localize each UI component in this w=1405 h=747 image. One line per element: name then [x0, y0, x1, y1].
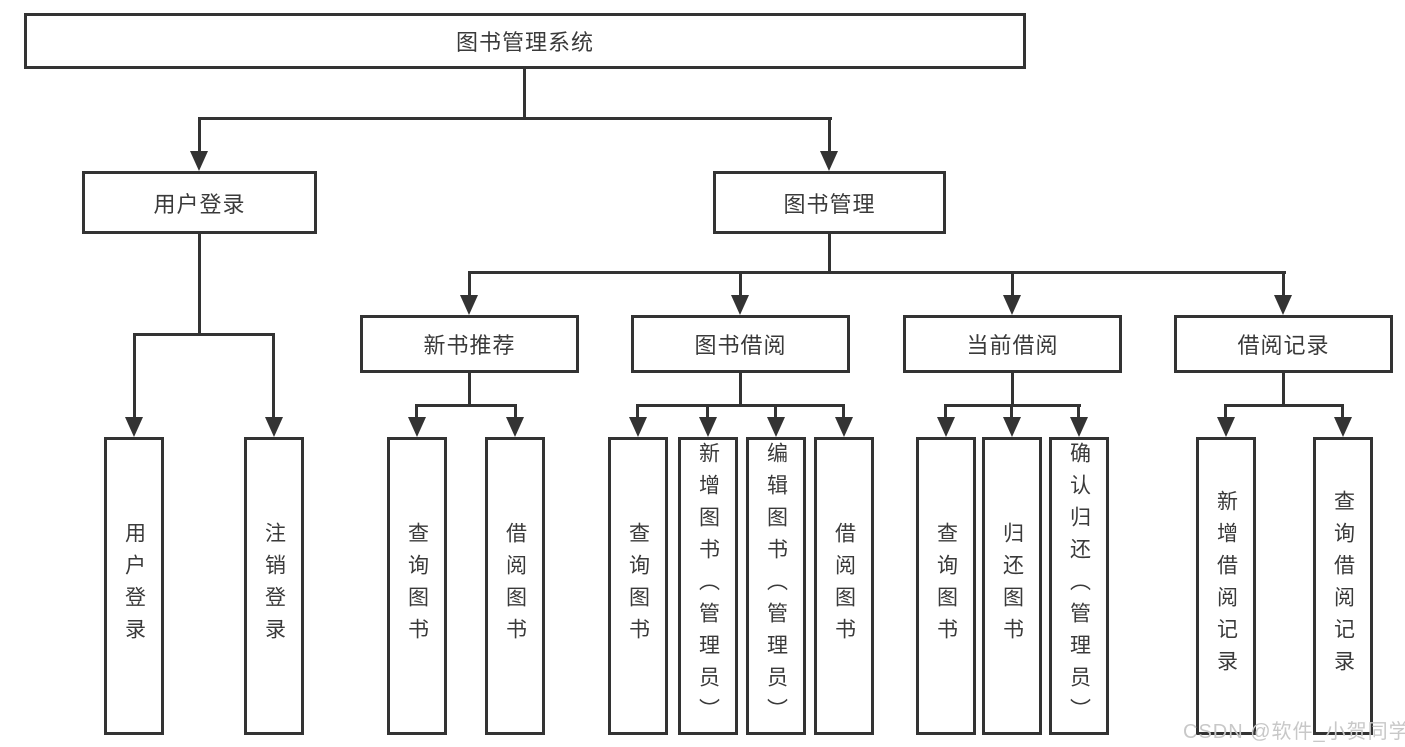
arrow-down-icon	[506, 417, 524, 437]
node-borrow-records: 借阅记录	[1174, 315, 1393, 373]
leaf-label: 查询图书	[626, 522, 650, 650]
leaf-query-borrow-record: 查询借阅记录	[1313, 437, 1373, 735]
arrow-down-icon	[265, 417, 283, 437]
node-current-borrow: 当前借阅	[903, 315, 1122, 373]
connector-line	[1011, 370, 1014, 407]
leaf-query-books-current: 查询图书	[916, 437, 976, 735]
connector-line	[739, 271, 742, 299]
connector-line	[1077, 404, 1080, 419]
connector-line	[636, 404, 845, 407]
connector-line	[944, 404, 947, 419]
leaf-user-login: 用户登录	[104, 437, 164, 735]
arrow-down-icon	[1070, 417, 1088, 437]
connector-line	[133, 333, 275, 336]
leaf-borrow-books-recommend: 借阅图书	[485, 437, 545, 735]
arrow-down-icon	[125, 417, 143, 437]
connector-line	[1341, 404, 1344, 419]
node-new-book-recommend: 新书推荐	[360, 315, 579, 373]
arrow-down-icon	[1274, 295, 1292, 315]
arrow-down-icon	[1003, 295, 1021, 315]
arrow-down-icon	[835, 417, 853, 437]
connector-line	[1224, 404, 1344, 407]
arrow-down-icon	[1334, 417, 1352, 437]
leaf-query-books-recommend: 查询图书	[387, 437, 447, 735]
connector-line	[468, 271, 471, 299]
arrow-down-icon	[767, 417, 785, 437]
connector-line	[272, 333, 275, 419]
connector-line	[523, 68, 526, 120]
arrow-down-icon	[1003, 417, 1021, 437]
connector-line	[1011, 271, 1014, 299]
arrow-down-icon	[1217, 417, 1235, 437]
connector-line	[706, 404, 709, 419]
arrow-down-icon	[460, 295, 478, 315]
arrow-down-icon	[937, 417, 955, 437]
leaf-add-borrow-record: 新增借阅记录	[1196, 437, 1256, 735]
arrow-down-icon	[731, 295, 749, 315]
connector-line	[739, 370, 742, 407]
leaf-logout: 注销登录	[244, 437, 304, 735]
leaf-label: 编辑图书（管理员）	[764, 442, 788, 730]
leaf-borrow-books: 借阅图书	[814, 437, 874, 735]
leaf-label: 借阅图书	[503, 522, 527, 650]
connector-line	[1282, 370, 1285, 407]
node-user-login: 用户登录	[82, 171, 317, 234]
connector-line	[468, 271, 1286, 274]
connector-line	[514, 404, 517, 419]
connector-line	[198, 117, 201, 153]
csdn-watermark: CSDN @软件_小贺同学	[1183, 721, 1405, 743]
arrow-down-icon	[190, 151, 208, 171]
connector-line	[415, 404, 418, 419]
leaf-label: 查询借阅记录	[1331, 490, 1355, 682]
connector-line	[133, 333, 136, 419]
node-book-management: 图书管理	[713, 171, 946, 234]
connector-line	[1224, 404, 1227, 419]
node-library-management-system: 图书管理系统	[24, 13, 1026, 69]
leaf-label: 归还图书	[1000, 522, 1024, 650]
leaf-query-books-borrow: 查询图书	[608, 437, 668, 735]
leaf-label: 借阅图书	[832, 522, 856, 650]
arrow-down-icon	[629, 417, 647, 437]
leaf-label: 确认归还（管理员）	[1067, 442, 1091, 730]
leaf-label: 新增借阅记录	[1214, 490, 1238, 682]
leaf-label: 查询图书	[405, 522, 429, 650]
leaf-label: 新增图书（管理员）	[696, 442, 720, 730]
connector-line	[774, 404, 777, 419]
arrow-down-icon	[699, 417, 717, 437]
leaf-add-book-admin: 新增图书（管理员）	[678, 437, 738, 735]
leaf-edit-book-admin: 编辑图书（管理员）	[746, 437, 806, 735]
leaf-label: 查询图书	[934, 522, 958, 650]
leaf-label: 注销登录	[262, 522, 286, 650]
leaf-confirm-return-admin: 确认归还（管理员）	[1049, 437, 1109, 735]
connector-line	[636, 404, 639, 419]
arrow-down-icon	[408, 417, 426, 437]
node-book-borrow: 图书借阅	[631, 315, 850, 373]
connector-line	[468, 370, 471, 407]
connector-line	[828, 117, 831, 153]
connector-line	[1282, 271, 1285, 299]
connector-line	[415, 404, 517, 407]
arrow-down-icon	[820, 151, 838, 171]
connector-line	[1010, 404, 1013, 419]
connector-line	[198, 232, 201, 336]
leaf-return-books: 归还图书	[982, 437, 1042, 735]
connector-line	[842, 404, 845, 419]
connector-line	[828, 232, 831, 274]
connector-line	[198, 117, 832, 120]
leaf-label: 用户登录	[122, 522, 146, 650]
